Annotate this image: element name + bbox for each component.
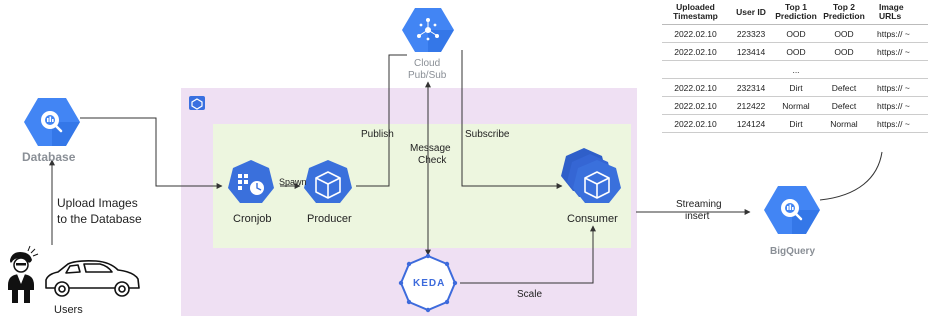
table-cell: 2022.02.10 <box>662 114 729 133</box>
table-cell: https:// ~ <box>869 78 928 97</box>
table-cell: https:// ~ <box>869 114 928 133</box>
message-check-line1: Message <box>410 143 451 154</box>
table-cell: 223323 <box>729 24 773 43</box>
consumer-node <box>561 148 621 203</box>
table-cell: Dirt <box>773 114 819 133</box>
table-cell: Defect <box>819 96 869 115</box>
table-cell: Normal <box>819 114 869 133</box>
consumer-cube-icon <box>584 171 610 199</box>
table-cell: 2022.02.10 <box>662 42 729 61</box>
table-cell: OOD <box>819 42 869 61</box>
header-text: Uploaded <box>676 2 715 12</box>
bigquery-label: BigQuery <box>770 246 816 257</box>
producer-cube-icon <box>315 171 341 199</box>
table-row: 2022.02.10 123414 OOD OOD https:// ~ <box>662 42 928 61</box>
table-row-ellipsis: ... <box>662 60 928 79</box>
table-cell: 123414 <box>729 42 773 61</box>
table-cell: OOD <box>773 42 819 61</box>
streaming-label-line1: Streaming <box>676 199 722 210</box>
cronjob-label: Cronjob <box>233 213 272 225</box>
users-illustration <box>8 245 140 303</box>
keda-dots-icon <box>398 253 458 313</box>
table-row: 2022.02.10 212422 Normal Defect https://… <box>662 96 928 115</box>
cronjob-node <box>228 160 274 203</box>
producer-label: Producer <box>307 213 352 225</box>
table-cell: OOD <box>773 24 819 43</box>
bigquery-magnifier-icon <box>781 199 803 221</box>
producer-node <box>304 160 352 203</box>
table-cell: https:// ~ <box>869 96 928 115</box>
pubsub-label-line1: Cloud <box>414 58 441 69</box>
table-cell: 2022.02.10 <box>662 78 729 97</box>
table-cell: 2022.02.10 <box>662 96 729 115</box>
scale-label: Scale <box>517 289 543 300</box>
kubernetes-badge-icon <box>189 96 205 110</box>
upload-label-line2: to the Database <box>57 212 142 226</box>
header-text: Prediction <box>775 11 817 21</box>
header-text: User ID <box>736 6 766 17</box>
cronjob-grid-clock-icon <box>238 174 264 195</box>
header-text: URLs <box>879 11 902 21</box>
table-cell: OOD <box>819 24 869 43</box>
table-cell <box>729 60 773 79</box>
database-label: Database <box>22 150 76 164</box>
database-magnifier-icon <box>41 111 63 133</box>
table-cell: 2022.02.10 <box>662 24 729 43</box>
pubsub-node <box>402 8 454 52</box>
edge-producer-pubsub <box>356 54 407 187</box>
table-cell: Normal <box>773 96 819 115</box>
table-cell: 232314 <box>729 78 773 97</box>
upload-label-line1: Upload Images <box>57 196 138 210</box>
car-icon <box>45 260 140 297</box>
table-cell <box>869 60 928 79</box>
bigquery-node <box>764 186 820 234</box>
cronjob-heptagon <box>228 160 274 203</box>
header-text: Timestamp <box>673 11 718 21</box>
header-user-id: User ID <box>729 0 773 25</box>
header-text: Prediction <box>823 11 865 21</box>
database-node <box>24 98 80 146</box>
person-icon <box>8 245 39 303</box>
pubsub-icon <box>417 18 439 41</box>
connectors <box>49 50 883 284</box>
edge-pubsub-consumer <box>461 50 563 189</box>
users-label: Users <box>54 304 83 316</box>
header-text: Top 2 <box>832 2 856 12</box>
table-cell: Defect <box>819 78 869 97</box>
message-check-line2: Check <box>418 155 447 166</box>
streaming-label-line2: insert <box>685 211 710 222</box>
table-cell: ... <box>773 60 819 79</box>
table-cell: https:// ~ <box>869 42 928 61</box>
table-row: 2022.02.10 124124 Dirt Normal https:// ~ <box>662 114 928 133</box>
subscribe-label: Subscribe <box>465 129 510 140</box>
edge-database-cronjob <box>80 117 223 189</box>
publish-label: Publish <box>361 129 394 140</box>
table-cell: https:// ~ <box>869 24 928 43</box>
header-text: Top 1 <box>784 2 808 12</box>
spawn-label: Spawn <box>279 177 307 187</box>
edge-bigquery-table <box>819 151 883 201</box>
pubsub-label-line2: Pub/Sub <box>408 70 447 81</box>
keda-node <box>398 253 458 313</box>
edge-keda-scale <box>460 225 596 284</box>
table-cell <box>819 60 869 79</box>
table-cell: 124124 <box>729 114 773 133</box>
table-row: 2022.02.10 232314 Dirt Defect https:// ~ <box>662 78 928 97</box>
table-cell <box>662 60 729 79</box>
table-cell: 212422 <box>729 96 773 115</box>
header-text: Image <box>879 2 904 12</box>
table-row: 2022.02.10 223323 OOD OOD https:// ~ <box>662 24 928 43</box>
consumer-label: Consumer <box>567 213 618 225</box>
table-cell: Dirt <box>773 78 819 97</box>
keda-label: KEDA <box>413 278 446 289</box>
